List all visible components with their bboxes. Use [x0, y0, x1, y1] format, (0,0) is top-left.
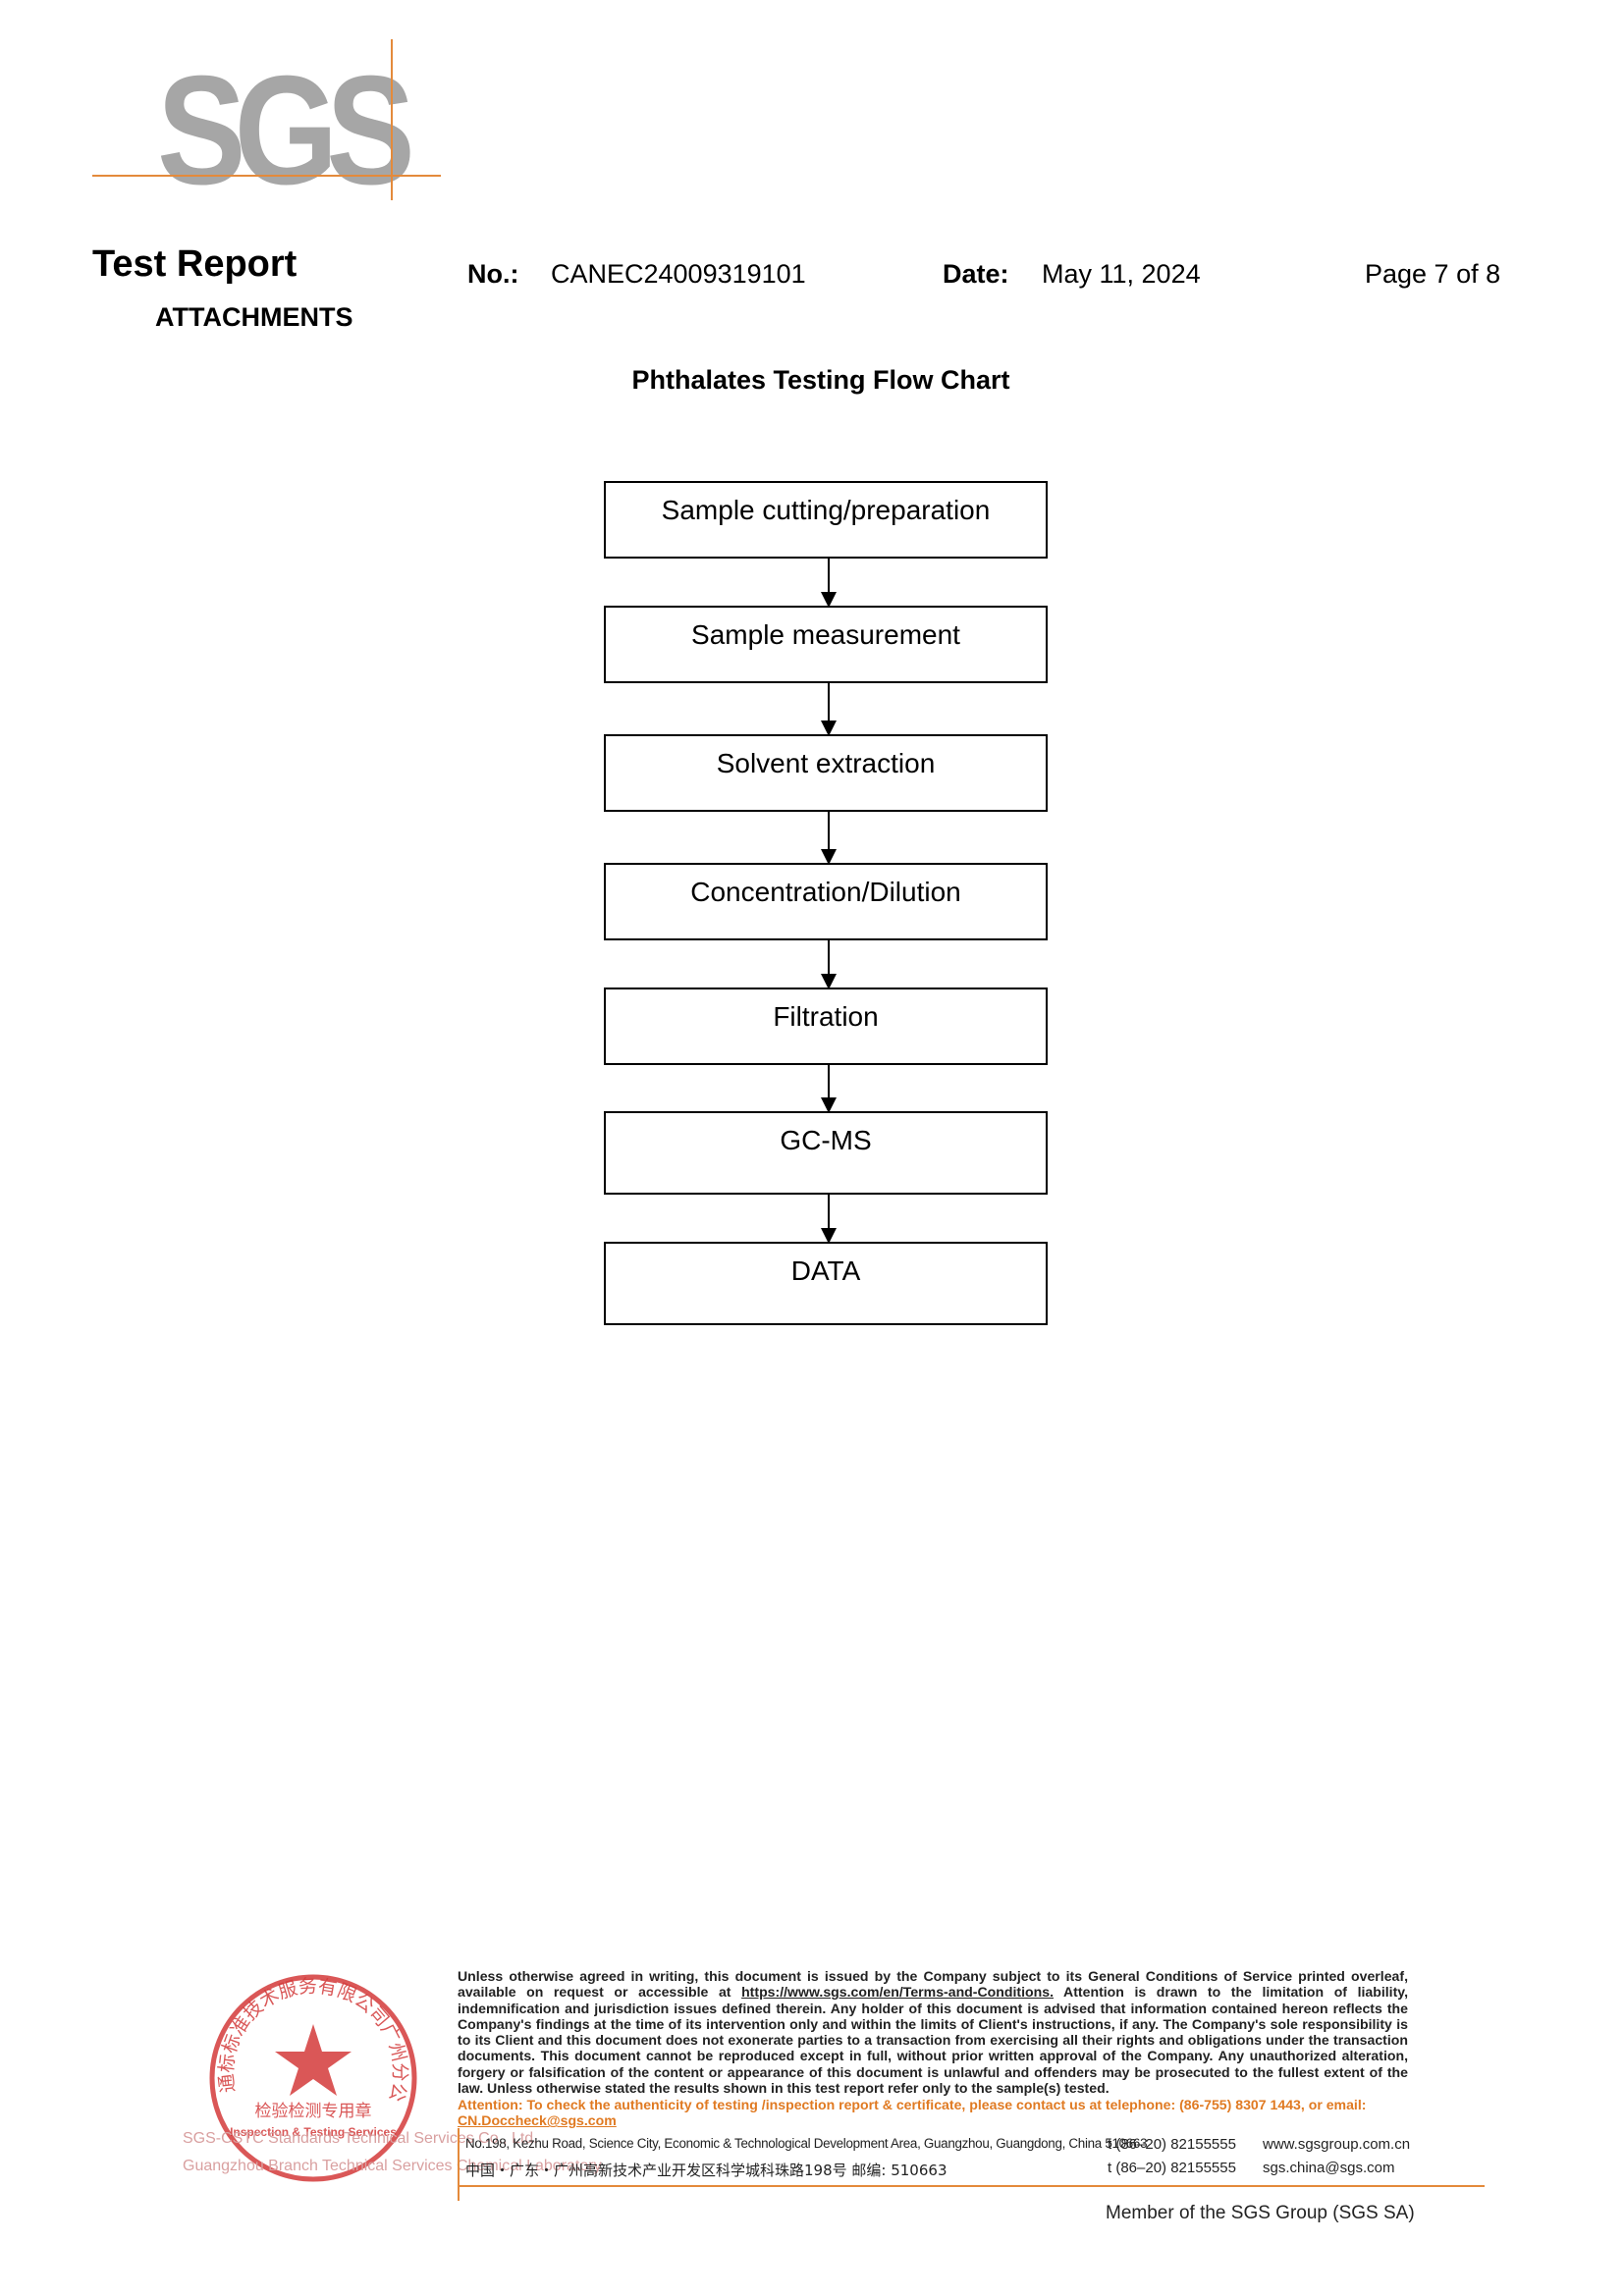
flow-step-label: DATA [790, 1255, 861, 1286]
report-title: Test Report [92, 243, 298, 285]
flow-arrow [821, 940, 837, 989]
flow-step-label: Sample measurement [691, 619, 960, 650]
sgs-logo: SGS [92, 39, 442, 208]
terms-link[interactable]: https://www.sgs.com/en/Terms-and-Conditi… [741, 1984, 1054, 2001]
attention-text: Attention: To check the authenticity of … [458, 2097, 1367, 2112]
report-date: May 11, 2024 [1042, 259, 1201, 289]
seal-center-text: 检验检测专用章 [255, 2102, 372, 2121]
seal-bottom-text: Inspection & Testing Services [230, 2125, 397, 2139]
phone-1: t (86–20) 82155555 [1108, 2136, 1236, 2153]
report-number: CANEC24009319101 [551, 259, 806, 289]
address-english: No.198, Kezhu Road, Science City, Econom… [465, 2136, 1148, 2151]
seal-subtext-1: SGS-CSTC Standards Technical Services Co… [183, 2130, 538, 2147]
attention-note: Attention: To check the authenticity of … [458, 2097, 1408, 2129]
flow-step-label: Sample cutting/preparation [661, 495, 991, 525]
flow-step-gc-ms: GC-MS [604, 1111, 1048, 1195]
flow-arrow [821, 812, 837, 865]
footer-vertical-rule [458, 2128, 460, 2201]
flow-step-solvent-extraction: Solvent extraction [604, 734, 1048, 812]
phone-2: t (86–20) 82155555 [1108, 2160, 1236, 2176]
website[interactable]: www.sgsgroup.com.cn [1263, 2136, 1411, 2153]
contact-email[interactable]: sgs.china@sgs.com [1263, 2160, 1395, 2176]
logo-vertical-line [391, 39, 393, 200]
flow-step-sample-measurement: Sample measurement [604, 606, 1048, 683]
doccheck-email-link[interactable]: CN.Doccheck@sgs.com [458, 2112, 617, 2129]
disclaimer-text-cont: Attention is drawn to the limitation of … [458, 1984, 1408, 2097]
flow-step-label: Filtration [773, 1001, 879, 1032]
report-subtitle: ATTACHMENTS [155, 302, 353, 332]
flow-step-sample-cutting: Sample cutting/preparation [604, 481, 1048, 559]
logo-horizontal-line [92, 175, 441, 177]
member-statement: Member of the SGS Group (SGS SA) [1106, 2203, 1415, 2223]
star-icon [275, 2024, 352, 2096]
address-chinese: 中国・广东・广州高新技术产业开发区科学城科珠路198号 邮编: 510663 [465, 2162, 947, 2179]
company-seal: 通标标准技术服务有限公司广州分公司 检验检测专用章 Inspection & T… [208, 1973, 417, 2182]
flowchart-title: Phthalates Testing Flow Chart [631, 365, 1010, 395]
flow-arrow [821, 1065, 837, 1113]
disclaimer-text: Unless otherwise agreed in writing, this… [458, 1968, 1408, 2001]
seal-subtext-2: Guangzhou Branch Technical Services Chem… [183, 2158, 605, 2174]
flow-arrow [821, 1195, 837, 1244]
flow-step-label: Solvent extraction [716, 748, 936, 778]
flow-step-label: Concentration/Dilution [690, 877, 961, 907]
flow-step-concentration: Concentration/Dilution [604, 863, 1048, 940]
date-label: Date: [943, 259, 1009, 289]
legal-disclaimer: Unless otherwise agreed in writing, this… [458, 1968, 1408, 2096]
flow-arrow [821, 559, 837, 608]
flow-step-data: DATA [604, 1242, 1048, 1325]
report-number-label: No.: [467, 259, 519, 289]
flow-step-label: GC-MS [780, 1125, 872, 1155]
flow-step-filtration: Filtration [604, 988, 1048, 1065]
page-number: Page 7 of 8 [1365, 259, 1501, 289]
footer-horizontal-rule [458, 2185, 1485, 2187]
logo-text: SGS [157, 44, 415, 217]
flow-arrow [821, 683, 837, 736]
